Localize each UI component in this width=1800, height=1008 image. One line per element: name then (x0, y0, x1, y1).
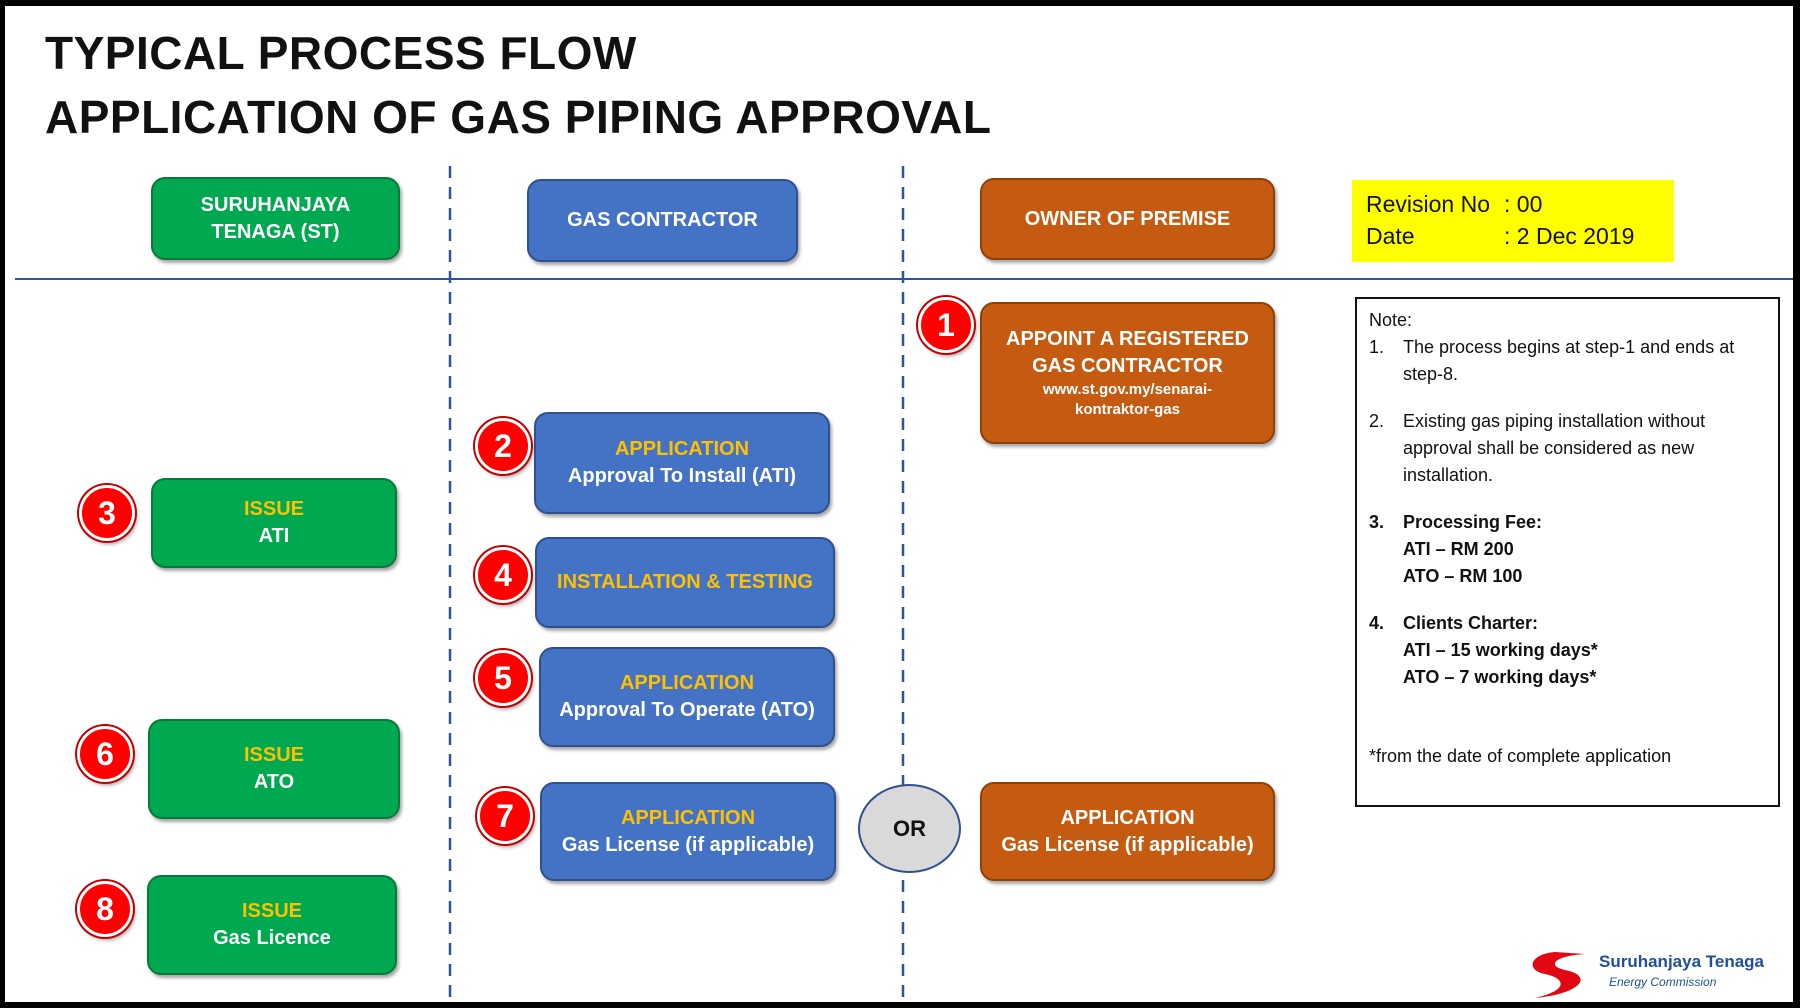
step-5-box: APPLICATION Approval To Operate (ATO) (539, 647, 835, 747)
lane-header-st-line2: TENAGA (ST) (211, 220, 340, 243)
step-2-box: APPLICATION Approval To Install (ATI) (534, 412, 830, 514)
owner-application-line2: Gas License (if applicable) (1001, 833, 1254, 856)
step-5-line1: APPLICATION (619, 672, 755, 694)
step-4-line1: INSTALLATION & TESTING (557, 571, 813, 593)
note-item-3-ato: ATO – RM 100 (1403, 566, 1523, 586)
revision-box: Revision No : 00 Date : 2 Dec 2019 (1352, 180, 1674, 262)
note-item-3-heading: Processing Fee: (1403, 512, 1543, 532)
lane-header-contractor: GAS CONTRACTOR (527, 179, 798, 262)
step-2-line1: APPLICATION (614, 438, 750, 460)
lane-header-owner: OWNER OF PREMISE (980, 178, 1275, 260)
note-item-4: 4. Clients Charter: ATI – 15 working day… (1369, 610, 1766, 691)
step-6-box: ISSUE ATO (148, 719, 400, 819)
logo-name: Suruhanjaya Tenaga (1599, 952, 1765, 971)
note-item-2: 2. Existing gas piping installation with… (1369, 408, 1766, 489)
revision-date-row: Date : 2 Dec 2019 (1366, 220, 1660, 252)
owner-application-box: APPLICATION Gas License (if applicable) (980, 782, 1275, 881)
step-1-line2: GAS CONTRACTOR (1032, 355, 1223, 377)
note-heading: Note: (1369, 310, 1413, 330)
step-badge-3: 3 (79, 485, 135, 541)
step-2-line2: Approval To Install (ATI) (567, 465, 797, 487)
process-flow-slide: TYPICAL PROCESS FLOW APPLICATION OF GAS … (5, 6, 1793, 1002)
step-1-url-line2: kontraktor-gas (1074, 401, 1181, 418)
note-item-3: 3. Processing Fee: ATI – RM 200 ATO – RM… (1369, 509, 1766, 590)
step-3-line2: ATI (258, 525, 290, 547)
note-item-2-num: 2. (1369, 411, 1385, 431)
owner-application-line1: APPLICATION (1060, 806, 1195, 829)
step-4-box: INSTALLATION & TESTING (535, 537, 835, 628)
step-7-line2: Gas License (if applicable) (561, 833, 815, 856)
revision-date-value: : 2 Dec 2019 (1504, 223, 1635, 249)
step-badge-7: 7 (477, 788, 533, 844)
revision-date-label: Date (1366, 223, 1415, 249)
lane-header-st-line1: SURUHANJAYA (200, 193, 351, 216)
note-box: Note: 1. The process begins at step-1 an… (1355, 297, 1780, 807)
note-item-2-text: Existing gas piping installation without… (1403, 411, 1706, 485)
step-badge-1: 1 (918, 297, 974, 353)
step-5-line2: Approval To Operate (ATO) (559, 699, 815, 721)
step-3-line1: ISSUE (243, 498, 305, 520)
note-footnote: *from the date of complete application (1369, 746, 1672, 766)
note-item-4-ato: ATO – 7 working days* (1403, 667, 1597, 687)
title-line-2: APPLICATION OF GAS PIPING APPROVAL (45, 91, 992, 143)
note-item-4-ati: ATI – 15 working days* (1403, 640, 1598, 660)
note-item-1-text: The process begins at step-1 and ends at… (1403, 337, 1735, 384)
step-8-line2: Gas Licence (213, 927, 331, 949)
step-6-line2: ATO (253, 771, 295, 793)
title-line-1: TYPICAL PROCESS FLOW (45, 27, 637, 79)
lane-header-owner-label: OWNER OF PREMISE (1024, 207, 1231, 230)
revision-no-row: Revision No : 00 (1366, 188, 1660, 220)
step-1-box: APPOINT A REGISTERED GAS CONTRACTOR www.… (980, 302, 1275, 444)
step-7-box: APPLICATION Gas License (if applicable) (540, 782, 836, 881)
step-badge-6: 6 (77, 726, 133, 782)
step-1-line1: APPOINT A REGISTERED (1006, 328, 1249, 350)
or-connector: OR (858, 784, 961, 873)
note-item-4-heading: Clients Charter: (1403, 613, 1539, 633)
step-badge-8: 8 (77, 881, 133, 937)
step-7-line1: APPLICATION (620, 806, 756, 829)
step-3-box: ISSUE ATI (151, 478, 397, 568)
step-8-line1: ISSUE (241, 900, 303, 922)
step-badge-5: 5 (475, 650, 531, 706)
step-6-line1: ISSUE (243, 744, 305, 766)
note-item-3-num: 3. (1369, 512, 1385, 532)
revision-no-label: Revision No (1366, 191, 1490, 217)
note-item-3-ati: ATI – RM 200 (1403, 539, 1514, 559)
step-1-url-line1: www.st.gov.my/senarai- (1042, 381, 1213, 398)
note-item-1: 1. The process begins at step-1 and ends… (1369, 334, 1766, 388)
step-badge-2: 2 (475, 418, 531, 474)
lane-header-contractor-label: GAS CONTRACTOR (567, 209, 758, 231)
lane-header-st: SURUHANJAYA TENAGA (ST) (151, 177, 400, 260)
step-8-box: ISSUE Gas Licence (147, 875, 397, 975)
logo-swoosh-icon (1532, 952, 1585, 998)
suruhanjaya-tenaga-logo: Suruhanjaya Tenaga Energy Commission (1525, 942, 1785, 1002)
logo-subtitle: Energy Commission (1609, 975, 1717, 989)
note-item-1-num: 1. (1369, 337, 1385, 357)
step-badge-4: 4 (475, 547, 531, 603)
revision-no-value: : 00 (1504, 191, 1543, 217)
note-item-4-num: 4. (1369, 613, 1385, 633)
